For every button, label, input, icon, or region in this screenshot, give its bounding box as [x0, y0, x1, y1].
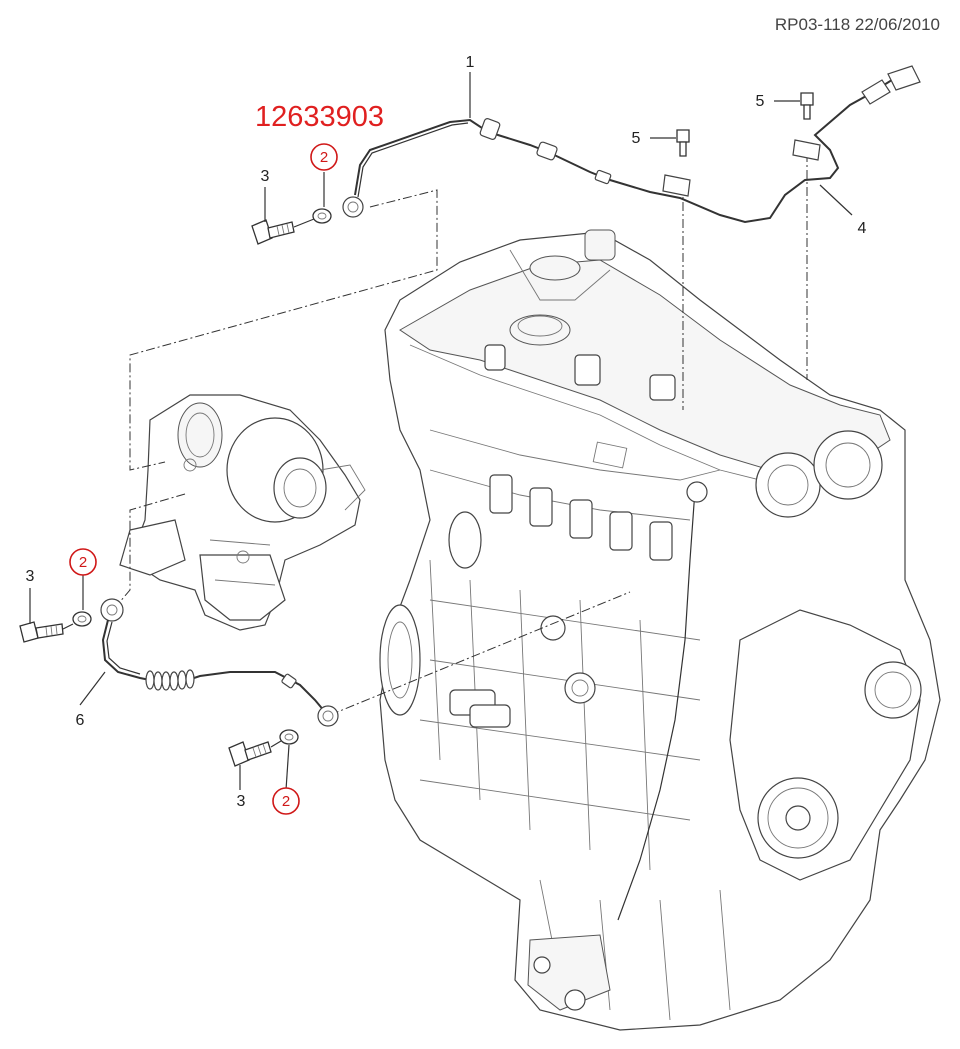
callout-bolt-lower: 3: [237, 793, 246, 810]
callout-pipe-lower: 6: [76, 712, 85, 729]
turbocharger-drawing: [119, 394, 366, 631]
left-bolt-washer-drawing: [19, 611, 92, 643]
washer-lower-highlight-circle: [272, 787, 300, 815]
callout-washer-upper: 2: [320, 149, 328, 166]
lower-bolt-washer-drawing: [228, 729, 299, 767]
callout-washer-lower: 2: [282, 793, 290, 810]
callout-bolt-upper: 3: [261, 168, 270, 185]
callout-bracket-pipe: 4: [858, 220, 867, 237]
callout-pipe-upper: 1: [466, 54, 475, 71]
oil-return-pipe-lower: [100, 598, 339, 727]
washer-left-highlight-circle: [69, 548, 97, 576]
callout-washer-left: 2: [79, 554, 87, 571]
highlighted-part-number: 12633903: [255, 101, 384, 133]
upper-bolt-washer-drawing: [251, 208, 332, 245]
leader-lines: [29, 72, 853, 791]
alignment-lines: [117, 153, 808, 716]
callout-bolt-bracket-left: 5: [632, 130, 641, 147]
engine-block-drawing: [379, 229, 941, 1031]
oil-feed-pipe-upper: [342, 65, 921, 224]
washer-upper-highlight-circle: [310, 143, 338, 171]
callout-bolt-left: 3: [26, 568, 35, 585]
diagram-reference: RP03-118 22/06/2010: [775, 15, 940, 34]
callout-bolt-bracket-right: 5: [756, 93, 765, 110]
bracket-bolts-drawing: [676, 92, 814, 157]
